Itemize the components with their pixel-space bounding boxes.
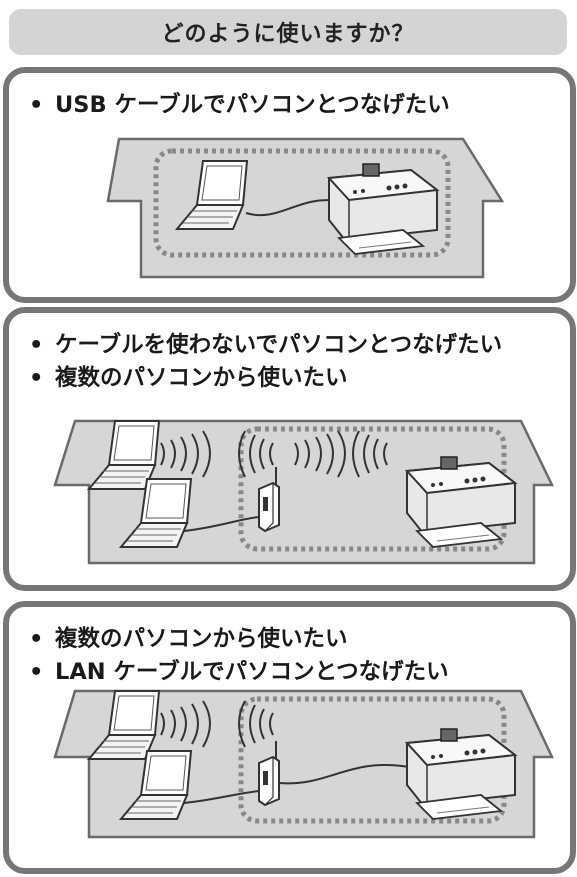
- lan-connection-illustration: [53, 689, 554, 839]
- wireless-bullet-list: ケーブルを使わないでパソコンとつなげたい 複数のパソコンから使いたい: [29, 329, 502, 395]
- question-title: どのように使いますか？: [161, 22, 415, 47]
- question-header: どのように使いますか？: [9, 9, 567, 55]
- room-outline: [106, 137, 505, 279]
- laptop-icon: [174, 160, 249, 230]
- network-boundary-dotted: [153, 148, 451, 258]
- printer-icon: [326, 163, 440, 255]
- option-wireless-panel[interactable]: ケーブルを使わないでパソコンとつなげたい 複数のパソコンから使いたい: [3, 307, 576, 591]
- laptop-icon: [86, 690, 161, 760]
- bullet-multiple-pcs: 複数のパソコンから使いたい: [29, 623, 449, 656]
- bullet-wireless-connect: ケーブルを使わないでパソコンとつなげたい: [29, 329, 502, 362]
- wireless-waves-icon: [160, 700, 274, 748]
- lan-bullet-list: 複数のパソコンから使いたい LAN ケーブルでパソコンとつなげたい: [29, 623, 449, 689]
- wireless-waves-icon: [160, 430, 388, 478]
- option-usb-panel[interactable]: USB ケーブルでパソコンとつなげたい: [3, 67, 576, 303]
- usb-bullet-list: USB ケーブルでパソコンとつなげたい: [29, 89, 450, 122]
- printer-icon: [404, 728, 518, 820]
- router-cable: [183, 790, 260, 804]
- router-cable: [183, 516, 260, 532]
- bullet-multiple-pcs: 複数のパソコンから使いたい: [29, 362, 502, 395]
- usb-cable: [245, 199, 338, 217]
- lan-cable: [278, 763, 410, 785]
- laptop-icon: [118, 478, 193, 548]
- laptop-icon: [86, 420, 161, 490]
- wireless-router-icon: [258, 741, 280, 807]
- network-boundary-dotted: [238, 696, 507, 824]
- laptop-icon: [118, 750, 193, 820]
- bullet-usb-connect: USB ケーブルでパソコンとつなげたい: [29, 89, 450, 122]
- bullet-lan-connect: LAN ケーブルでパソコンとつなげたい: [29, 656, 449, 689]
- wireless-router-icon: [258, 467, 280, 533]
- printer-icon: [404, 456, 518, 548]
- wireless-connection-illustration: [53, 419, 554, 565]
- option-lan-panel[interactable]: 複数のパソコンから使いたい LAN ケーブルでパソコンとつなげたい: [3, 601, 576, 874]
- usb-connection-illustration: [106, 137, 505, 279]
